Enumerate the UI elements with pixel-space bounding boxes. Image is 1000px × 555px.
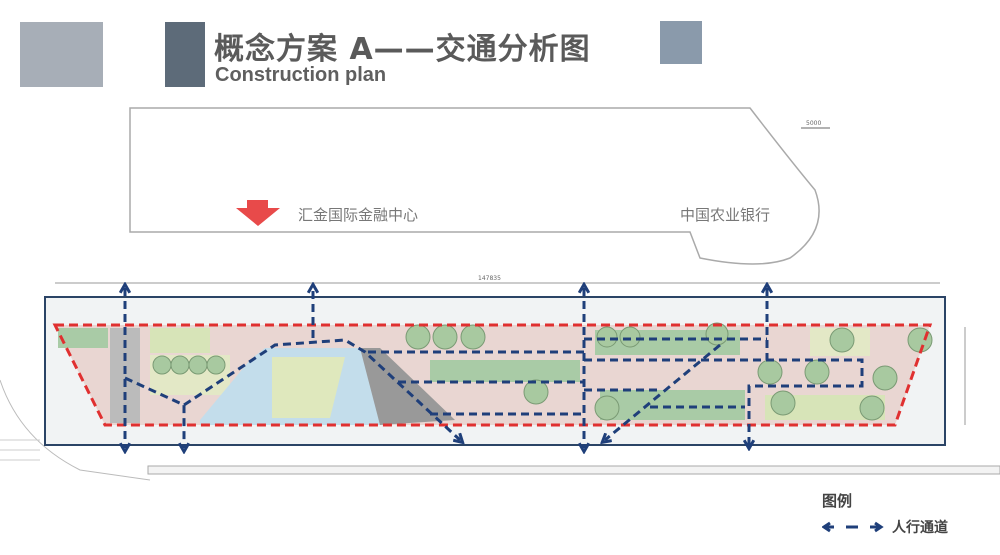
building-outline [129, 107, 820, 265]
building-label-abc: 中国农业银行 [680, 206, 770, 224]
decor-block-left [20, 22, 103, 87]
page-subtitle: Construction plan [215, 64, 387, 86]
red-line-boundary [52, 323, 933, 427]
legend-item-pedestrian: 人行通道 [822, 517, 948, 537]
decor-block-right [660, 21, 702, 64]
legend-label: 人行通道 [892, 520, 948, 536]
double-arrow-dashed-icon [822, 521, 884, 533]
entrance-arrow-icon [236, 200, 280, 226]
dimension-label: 147835 [478, 275, 501, 282]
dimension-label: 5000 [806, 120, 821, 127]
decor-block-mid [165, 22, 205, 87]
pedestrian-paths [125, 288, 864, 448]
legend-title: 图例 [822, 492, 853, 510]
page-title: 概念方案 A——交通分析图 [214, 32, 591, 67]
building-label-huijin: 汇金国际金融中心 [298, 206, 418, 224]
